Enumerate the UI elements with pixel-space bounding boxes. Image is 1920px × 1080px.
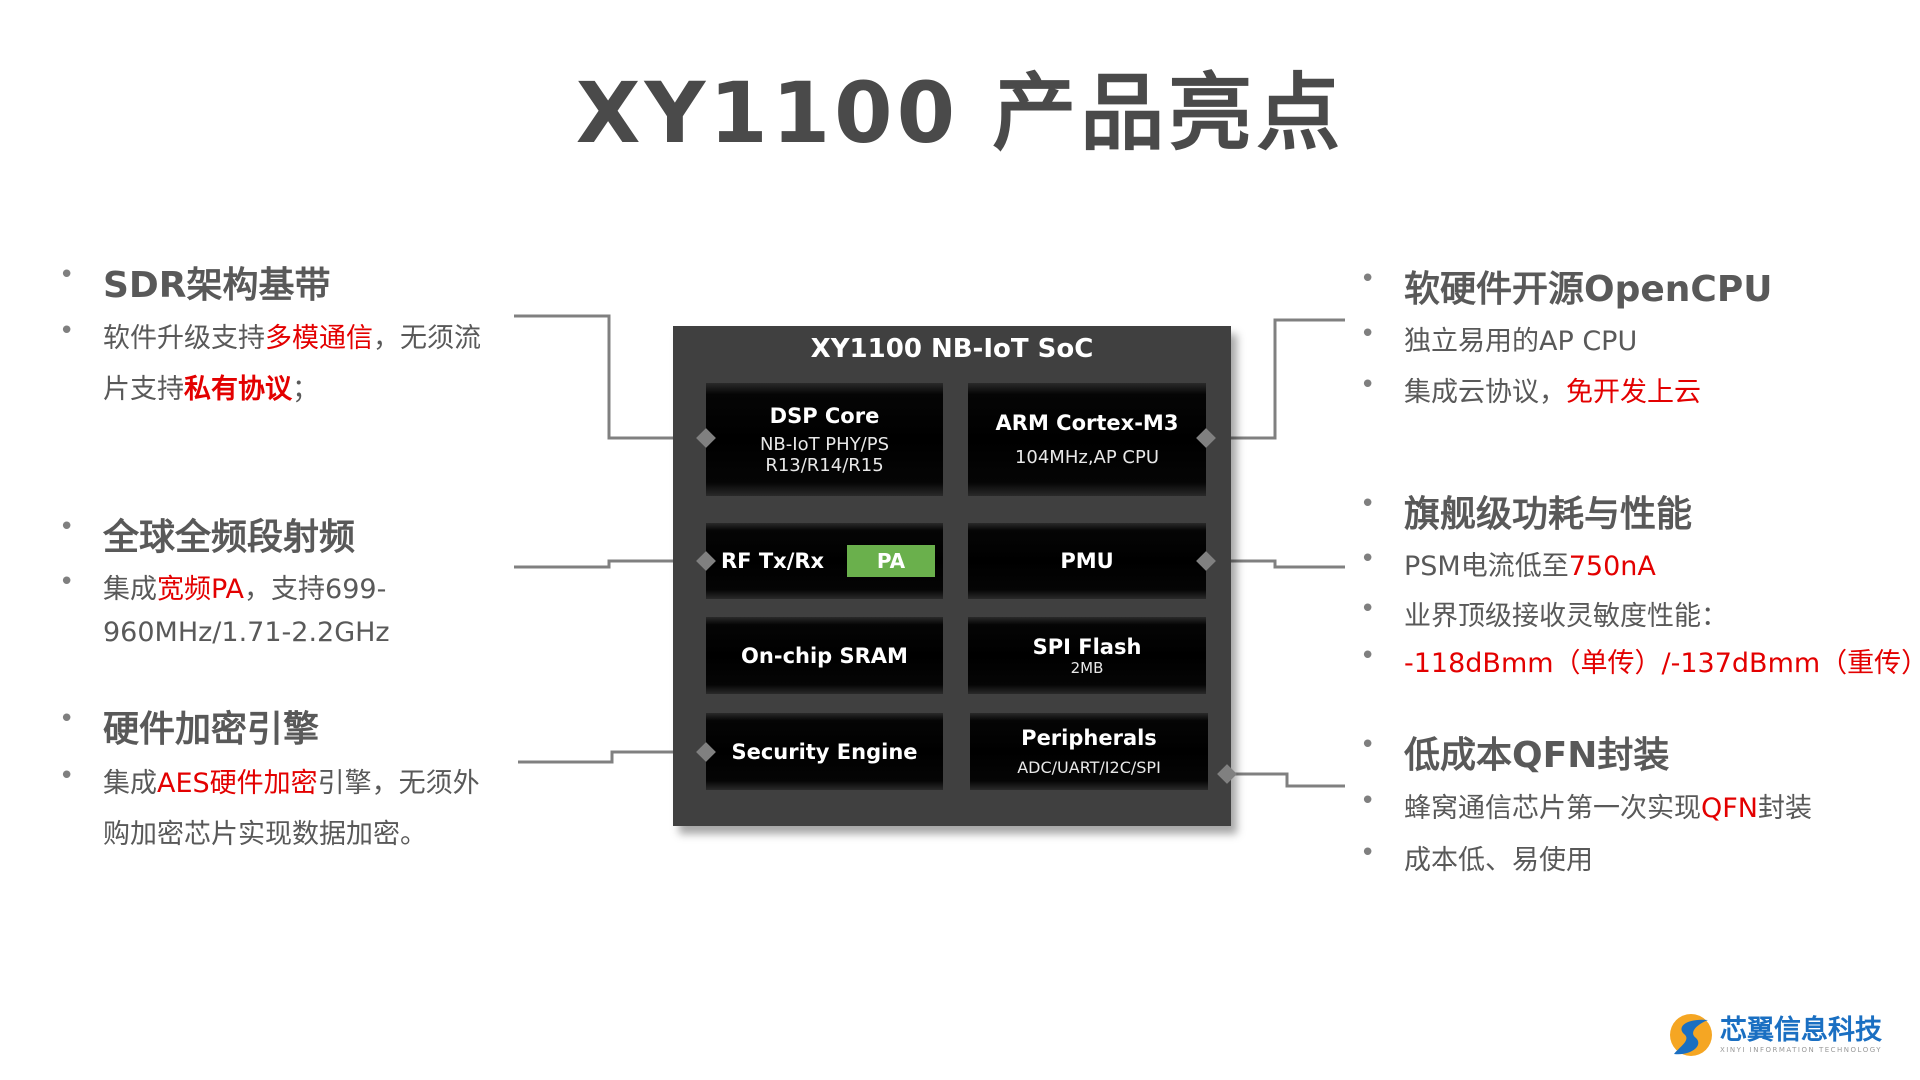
bullet-icon: • — [1360, 594, 1376, 624]
section-line: 集成AES硬件加密引擎，无须外 — [103, 761, 480, 800]
module-subtitle: NB-IoT PHY/PS — [759, 433, 890, 455]
text: 引擎，无须外 — [317, 768, 480, 799]
bullet-icon: • — [1360, 544, 1376, 574]
bullet-icon: • — [59, 260, 75, 290]
text: ； — [292, 374, 319, 405]
module-subtitle: R13/R14/R15 — [765, 454, 884, 476]
highlight-text: 多模通信 — [265, 323, 373, 354]
section-line: 蜂窝通信芯片第一次实现QFN封装 — [1404, 786, 1812, 825]
chip-diagram: XY1100 NB-IoT SoC DSP Core NB-IoT PHY/PS… — [673, 326, 1231, 826]
section-heading: 旗舰级功耗与性能 — [1404, 494, 1693, 535]
text: ，支持699- — [244, 574, 387, 605]
highlight-text: QFN — [1701, 793, 1758, 824]
module-title: On-chip SRAM — [741, 643, 908, 668]
module-title: ARM Cortex-M3 — [995, 411, 1179, 435]
bullet-icon: • — [1360, 838, 1376, 868]
bullet-icon: • — [1360, 641, 1376, 671]
section-line: 集成云协议，免开发上云 — [1404, 370, 1701, 409]
module-title: SPI Flash — [1032, 634, 1142, 659]
section-heading: 软硬件开源OpenCPU — [1404, 269, 1773, 310]
module-arm-cortex: ARM Cortex-M3 104MHz,AP CPU — [968, 383, 1206, 496]
highlight-text: -118dBmm（单传）/-137dBmm（重传） — [1404, 648, 1920, 679]
section-heading: 低成本QFN封装 — [1404, 735, 1670, 776]
highlight-text: AES硬件加密 — [157, 768, 318, 799]
bullet-icon: • — [59, 567, 75, 597]
module-rf: RF Tx/Rx PA — [706, 523, 943, 599]
text: 960MHz/1.71-2.2GHz — [103, 617, 390, 648]
module-title: RF Tx/Rx — [721, 549, 825, 573]
text: 集成云协议， — [1404, 377, 1566, 408]
bullet-icon: • — [1360, 319, 1376, 349]
section-heading: 全球全频段射频 — [103, 517, 356, 558]
section-line: 业界顶级接收灵敏度性能： — [1404, 594, 1728, 633]
text: 片支持 — [103, 374, 184, 405]
module-spi-flash: SPI Flash 2MB — [968, 617, 1206, 694]
section-heading: 硬件加密引擎 — [103, 709, 320, 750]
page-title: XY1100 产品亮点 — [575, 64, 1345, 162]
text: 集成 — [103, 574, 157, 605]
module-title: Security Engine — [731, 739, 918, 764]
module-sram: On-chip SRAM — [706, 617, 943, 694]
section-line: 片支持私有协议； — [103, 367, 319, 406]
logo-subtitle: XINYI INFORMATION TECHNOLOGY — [1720, 1046, 1883, 1054]
bullet-icon: • — [59, 704, 75, 734]
text: 集成 — [103, 768, 157, 799]
module-title: PMU — [1060, 549, 1114, 573]
module-peripherals: Peripherals ADC/UART/I2C/SPI — [970, 713, 1208, 790]
bullet-icon: • — [1360, 489, 1376, 519]
chip-title: XY1100 NB-IoT SoC — [810, 334, 1094, 364]
module-dsp-core: DSP Core NB-IoT PHY/PS R13/R14/R15 — [706, 383, 943, 496]
bullet-icon: • — [59, 512, 75, 542]
highlight-text: 私有协议 — [184, 374, 292, 405]
module-security-engine: Security Engine — [706, 713, 943, 790]
section-line: 成本低、易使用 — [1404, 838, 1593, 877]
text: 购加密芯片实现数据加密。 — [103, 819, 427, 850]
bullet-icon: • — [1360, 786, 1376, 816]
module-title: Peripherals — [1021, 726, 1157, 750]
highlight-text: 750nA — [1568, 551, 1656, 582]
bullet-icon: • — [59, 761, 75, 791]
module-title: DSP Core — [769, 403, 880, 428]
text: 软件升级支持 — [103, 323, 265, 354]
section-heading: SDR架构基带 — [103, 265, 331, 306]
text: 蜂窝通信芯片第一次实现 — [1404, 793, 1701, 824]
text: 业界顶级接收灵敏度性能： — [1404, 601, 1728, 632]
bullet-icon: • — [59, 316, 75, 346]
section-line: 独立易用的AP CPU — [1404, 319, 1637, 358]
bullet-icon: • — [1360, 370, 1376, 400]
section-line: 购加密芯片实现数据加密。 — [103, 812, 427, 851]
bullet-icon: • — [1360, 264, 1376, 294]
bullet-icon: • — [1360, 730, 1376, 760]
section-line: -118dBmm（单传）/-137dBmm（重传） — [1404, 641, 1920, 680]
company-logo: 芯翼信息科技 XINYI INFORMATION TECHNOLOGY — [1668, 1012, 1882, 1058]
highlight-text: 宽频PA — [157, 574, 245, 605]
text: 封装 — [1757, 793, 1812, 824]
section-line: 集成宽频PA，支持699- — [103, 567, 386, 606]
module-subtitle: 104MHz,AP CPU — [1014, 447, 1160, 468]
section-line: 960MHz/1.71-2.2GHz — [103, 617, 390, 648]
text: ，无须流 — [373, 323, 481, 354]
logo-icon — [1670, 1014, 1712, 1056]
pa-badge: PA — [847, 545, 935, 577]
text: 成本低、易使用 — [1404, 845, 1593, 876]
module-pmu: PMU — [968, 523, 1206, 599]
logo-name: 芯翼信息科技 — [1720, 1015, 1882, 1046]
text: PSM电流低至 — [1404, 551, 1569, 582]
highlight-text: 免开发上云 — [1566, 377, 1701, 408]
section-line: 软件升级支持多模通信，无须流 — [103, 316, 481, 355]
text: 独立易用的AP CPU — [1404, 326, 1638, 357]
section-line: PSM电流低至750nA — [1404, 544, 1656, 583]
module-subtitle: ADC/UART/I2C/SPI — [1017, 758, 1161, 777]
module-subtitle: 2MB — [1070, 658, 1104, 677]
